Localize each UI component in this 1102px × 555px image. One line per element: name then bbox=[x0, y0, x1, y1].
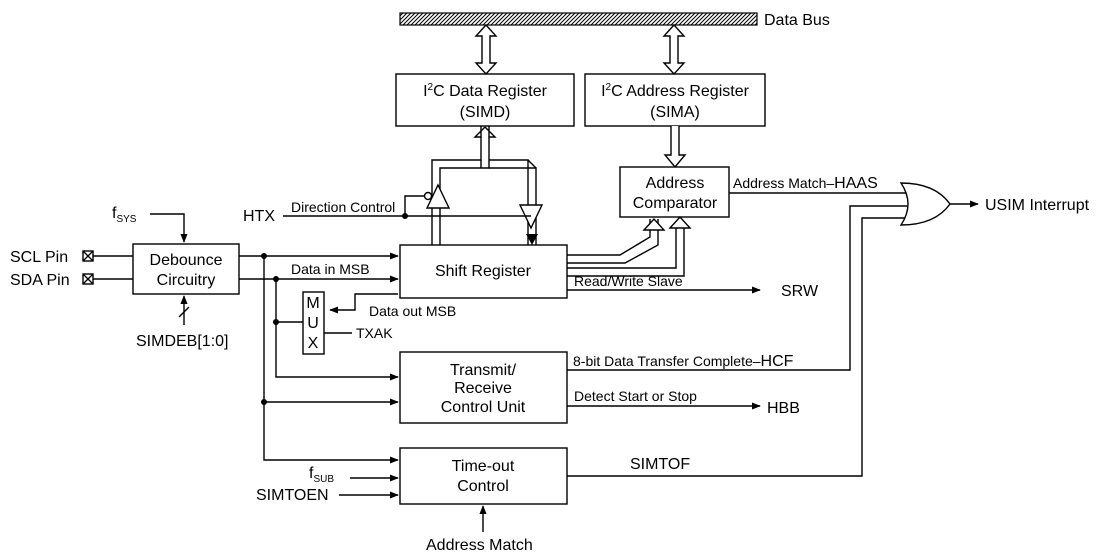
i2c-data-register-title: I2C Data Register bbox=[423, 82, 548, 100]
address-match-bottom-label: Address Match bbox=[426, 537, 533, 554]
i2c-data-register-block bbox=[395, 73, 575, 127]
address-comparator-line2: Comparator bbox=[633, 195, 718, 212]
i2c-address-register-subtitle: (SIMA) bbox=[650, 104, 700, 121]
mux-letter-u: U bbox=[307, 315, 319, 332]
address-comparator-line1: Address bbox=[646, 175, 705, 192]
transmit-receive-line2: Receive bbox=[454, 380, 512, 397]
shift-register-label: Shift Register bbox=[435, 263, 532, 280]
read-write-slave-label: Read/Write Slave bbox=[574, 273, 683, 289]
transmit-receive-block bbox=[399, 351, 568, 424]
buffer-invert-bubble bbox=[423, 191, 433, 201]
data-bus-bar bbox=[399, 12, 758, 26]
address-comparator-block bbox=[619, 166, 730, 218]
scl-pin-icon bbox=[82, 250, 94, 262]
mux-letter-x: X bbox=[308, 335, 319, 352]
mux-block bbox=[302, 291, 325, 355]
shift-register-block bbox=[399, 244, 568, 299]
scl-pin-label: SCL Pin bbox=[10, 249, 68, 266]
debounce-line1: Debounce bbox=[150, 252, 223, 269]
detect-start-stop-label: Detect Start or Stop bbox=[574, 388, 697, 404]
transmit-receive-line1: Transmit/ bbox=[450, 362, 517, 379]
timeout-line2: Control bbox=[457, 478, 509, 495]
transfer-complete-label: 8-bit Data Transfer Complete–HCF bbox=[573, 353, 794, 370]
timeout-line1: Time-out bbox=[452, 458, 515, 475]
mux-letter-m: M bbox=[306, 295, 319, 312]
i2c-data-register-subtitle: (SIMD) bbox=[460, 104, 511, 121]
htx-label: HTX bbox=[243, 208, 275, 225]
transmit-receive-line3: Control Unit bbox=[441, 399, 526, 416]
address-match-haas-label: Address Match–HAAS bbox=[733, 175, 878, 192]
srw-label: SRW bbox=[781, 283, 819, 300]
simd-internal-bus bbox=[431, 126, 538, 245]
i2c-address-register-title: I2C Address Register bbox=[601, 82, 750, 100]
direction-control-label: Direction Control bbox=[291, 199, 395, 215]
or-gate bbox=[899, 182, 951, 226]
data-out-msb-label: Data out MSB bbox=[369, 303, 456, 319]
bus-to-sima-arrow bbox=[662, 23, 686, 76]
data-bus-label: Data Bus bbox=[764, 12, 830, 29]
fsys-label: fSYS bbox=[112, 205, 137, 225]
debounce-block bbox=[132, 243, 240, 295]
sda-pin-label: SDA Pin bbox=[10, 272, 70, 289]
hbb-label: HBB bbox=[767, 400, 800, 417]
timeout-control-block bbox=[399, 447, 568, 505]
fsub-label: fSUB bbox=[309, 465, 334, 485]
sda-pin-icon bbox=[82, 273, 94, 285]
simtoen-label: SIMTOEN bbox=[256, 487, 329, 504]
debounce-line2: Circuitry bbox=[157, 272, 216, 289]
sima-to-comparator-arrow bbox=[663, 126, 687, 169]
tx-buffer-up bbox=[425, 183, 451, 209]
txak-label: TXAK bbox=[356, 325, 393, 341]
simtof-label: SIMTOF bbox=[630, 456, 690, 473]
usim-interrupt-label: USIM Interrupt bbox=[985, 197, 1090, 214]
data-in-msb-label: Data in MSB bbox=[291, 261, 370, 277]
bus-to-simd-arrow bbox=[474, 23, 498, 76]
simdeb-label: SIMDEB[1:0] bbox=[136, 333, 228, 350]
i2c-address-register-block bbox=[584, 73, 766, 127]
